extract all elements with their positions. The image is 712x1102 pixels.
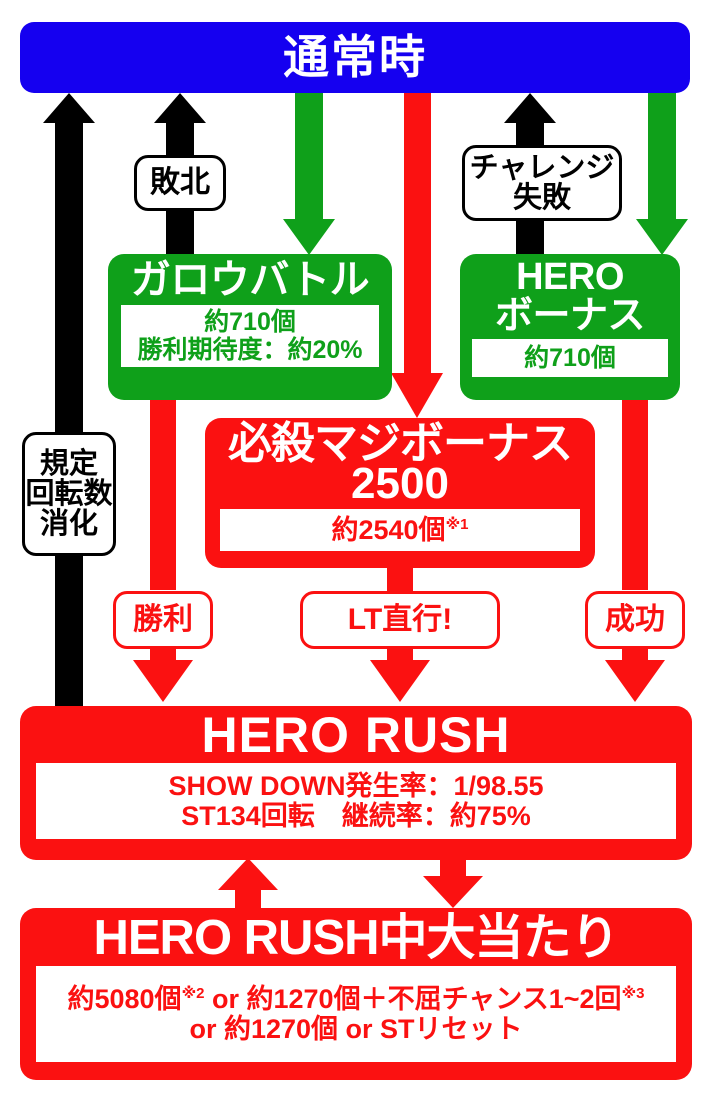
maji-payout: 約2540個	[331, 514, 446, 545]
jackpot-payout-b: or 約1270個＋不屈チャンス1~2回	[204, 983, 622, 1014]
jackpot-line-2: or 約1270個 or STリセット	[189, 1013, 523, 1044]
label-kitei-kaitensu-shouka[interactable]: 規定 回転数 消化	[22, 432, 116, 556]
node-hissatsu-maji-bonus-stats: 約2540個※1	[220, 508, 580, 551]
label-lt-chokkou[interactable]: LT直行!	[300, 591, 500, 649]
node-garou-battle-title: ガロウバトル	[130, 258, 370, 302]
node-hero-bonus-stats: 約710個	[472, 338, 668, 377]
label-haiboku[interactable]: 敗北	[134, 155, 226, 211]
node-garou-battle-stats: 約710個 勝利期待度：約20%	[121, 304, 379, 367]
connector-challenge-fail-arrowhead	[504, 93, 556, 123]
node-hero-rush-title: HERO RUSH	[201, 707, 511, 763]
node-hero-rush-jackpot[interactable]: HERO RUSH中大当たり 約5080個※2 or 約1270個＋不屈チャンス…	[20, 908, 692, 1080]
connector-garou-win-arrowhead	[133, 660, 193, 702]
node-hero-bonus[interactable]: HERO ボーナス 約710個	[460, 254, 680, 400]
connector-kitei-arrowhead	[43, 93, 95, 123]
connector-to-hero-bonus-shaft	[648, 93, 676, 219]
connector-seikou-arrowhead	[605, 660, 665, 702]
label-challenge-fail[interactable]: チャレンジ 失敗	[462, 145, 622, 221]
garou-win-rate: 勝利期待度：約20%	[137, 335, 363, 364]
hero-rush-st-rate: ST134回転 継続率：約75%	[181, 801, 531, 831]
node-normal-state[interactable]: 通常時	[20, 22, 690, 93]
node-hissatsu-maji-bonus-title: 必殺マジボーナス	[228, 419, 573, 468]
connector-garou-win-shaft	[150, 390, 176, 590]
hero-rush-showdown-rate: SHOW DOWN発生率：1/98.55	[168, 770, 544, 801]
maji-payout-line: 約2540個※1	[331, 515, 468, 545]
node-hero-rush-stats: SHOW DOWN発生率：1/98.55 ST134回転 継続率：約75%	[36, 763, 676, 839]
connector-rush-loop-up-arrowhead	[218, 858, 278, 890]
jackpot-payout-a: 約5080個	[67, 983, 182, 1014]
node-hissatsu-maji-bonus-number: 2500	[351, 458, 449, 508]
connector-rush-loop-down-arrowhead	[423, 876, 483, 908]
label-shouri[interactable]: 勝利	[113, 591, 213, 649]
node-hero-rush-jackpot-stats: 約5080個※2 or 約1270個＋不屈チャンス1~2回※3 or 約1270…	[36, 965, 676, 1062]
connector-to-garou-arrowhead	[283, 219, 335, 255]
node-hero-rush-jackpot-title: HERO RUSH中大当たり	[93, 911, 619, 965]
footnote-marker-2: ※2	[181, 984, 205, 1002]
connector-to-majibonus-shaft	[404, 93, 431, 373]
node-hissatsu-maji-bonus[interactable]: 必殺マジボーナス 2500 約2540個※1	[205, 418, 595, 568]
garou-payout: 約710個	[204, 307, 296, 336]
footnote-marker-3: ※3	[621, 984, 645, 1002]
connector-haiboku-arrowhead	[154, 93, 206, 123]
connector-to-garou-shaft	[295, 93, 323, 219]
node-normal-state-title: 通常時	[283, 31, 427, 84]
connector-lt-arrowhead	[370, 660, 430, 702]
connector-to-hero-bonus-arrowhead	[636, 219, 688, 255]
label-seikou[interactable]: 成功	[585, 591, 685, 649]
node-hero-rush[interactable]: HERO RUSH SHOW DOWN発生率：1/98.55 ST134回転 継…	[20, 706, 692, 860]
hero-bonus-payout: 約710個	[524, 343, 616, 372]
footnote-marker-1: ※1	[445, 515, 469, 533]
connector-seikou-shaft	[622, 390, 648, 590]
jackpot-line-1: 約5080個※2 or 約1270個＋不屈チャンス1~2回※3	[67, 984, 644, 1014]
node-garou-battle[interactable]: ガロウバトル 約710個 勝利期待度：約20%	[108, 254, 392, 400]
connector-rush-loop-down-shaft	[440, 856, 466, 876]
node-hero-bonus-title: HERO ボーナス	[494, 256, 646, 337]
connector-to-majibonus-arrowhead	[391, 373, 443, 418]
